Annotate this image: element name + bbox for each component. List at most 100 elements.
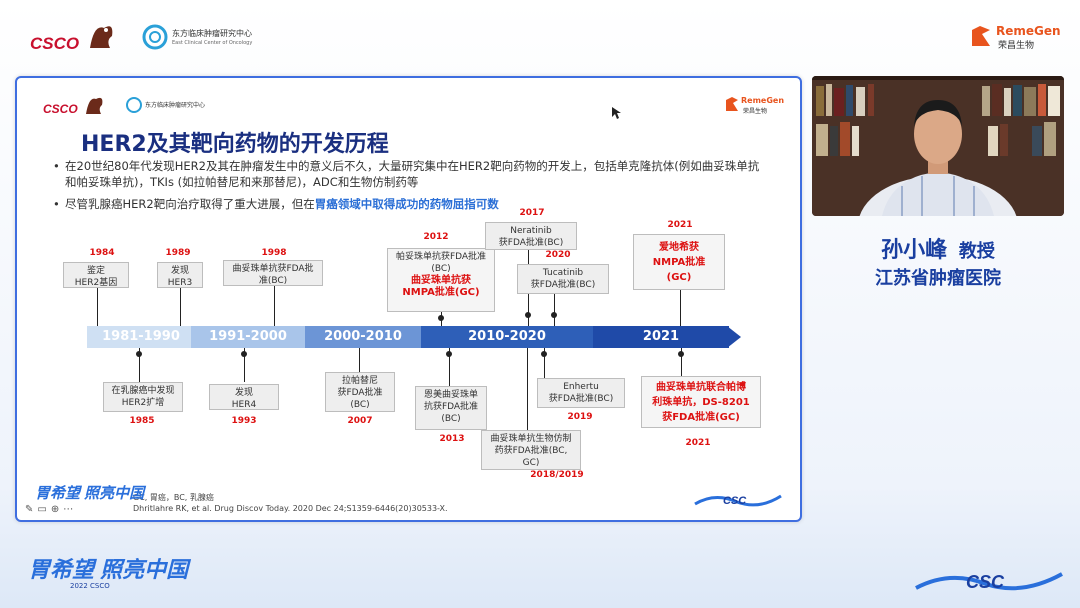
tick-2021-below xyxy=(681,348,682,376)
year-1989: 1989 xyxy=(165,248,191,258)
header-bar: CSCO 东方临床肿瘤研究中心 East Clinical Center of … xyxy=(0,0,1080,72)
event-2012: 帕妥珠单抗获FDA批准 (BC) 曲妥珠单抗获 NMPA批准(GC) xyxy=(387,248,495,312)
event-biosimilar: 曲妥珠单抗生物仿制 药获FDA批准(BC, GC) xyxy=(481,430,581,470)
year-2017: 2017 xyxy=(519,208,545,218)
east-center-icon xyxy=(142,24,168,50)
tick-1984 xyxy=(97,288,98,326)
speaker-name-line: 孙小峰 教授 xyxy=(812,232,1064,264)
event-her2-amplification: 在乳腺癌中发现 HER2扩增 xyxy=(103,382,183,412)
event-pertuzumab-fda: 帕妥珠单抗获FDA批准 (BC) xyxy=(395,252,487,274)
screen-tool-icon[interactable]: ▭ xyxy=(37,504,47,515)
slide-remegen-cn: 荣昌生物 xyxy=(743,108,768,115)
year-1998: 1998 xyxy=(261,248,287,258)
remegen-en: RemeGen xyxy=(996,24,1061,38)
bullet-1: •在20世纪80年代发现HER2及其在肿瘤发生中的意义后不久，大量研究集中在HE… xyxy=(53,159,760,189)
year-2012: 2012 xyxy=(423,232,449,242)
remegen-icon xyxy=(972,26,990,46)
event-neratinib: Neratinib 获FDA批准(BC) xyxy=(485,222,577,250)
year-1993: 1993 xyxy=(231,416,257,426)
slide-remegen-en: RemeGen xyxy=(741,96,785,105)
slide-dragon-icon xyxy=(86,97,103,114)
speaker-video xyxy=(812,76,1064,216)
east-center-en: East Clinical Center of Oncology xyxy=(172,40,253,46)
slide-panel: CSCO 东方临床肿瘤研究中心 RemeGen 荣昌生物 HER2及其靶向药物的… xyxy=(15,76,802,522)
tick-1998 xyxy=(274,286,275,326)
slide-remegen-icon xyxy=(726,97,738,111)
dragon-icon xyxy=(90,26,113,48)
tick-1985 xyxy=(139,348,140,382)
slide-csco-logo: CSCO xyxy=(43,102,78,116)
year-2013: 2013 xyxy=(439,434,465,444)
event-pembro-ds8201: 曲妥珠单抗联合帕博 利珠单抗，DS-8201 获FDA批准(GC) xyxy=(641,376,761,428)
slide-campaign-logo: 胃希望 照亮中国 xyxy=(35,485,145,502)
dot-2021-below xyxy=(678,351,684,357)
tick-1993 xyxy=(244,348,245,382)
timeline-seg-2021: 2021 xyxy=(593,326,729,348)
remegen-cn: 荣昌生物 xyxy=(998,41,1035,51)
bullet-2: •尽管乳腺癌HER2靶向治疗取得了重大进展，但在胃癌领域中取得成功的药物屈指可数 xyxy=(53,197,499,211)
year-2020: 2020 xyxy=(545,250,571,260)
csco-logo: CSCO xyxy=(30,34,80,53)
tick-2018 xyxy=(527,348,528,430)
bullet-2-text: 尽管乳腺癌HER2靶向治疗取得了重大进展，但在 xyxy=(65,197,315,211)
svg-text:CSC: CSC xyxy=(966,572,1005,592)
bookshelf-background xyxy=(812,76,1064,216)
bullet-2-highlight: 胃癌领域中取得成功的药物屈指可数 xyxy=(314,197,499,211)
tick-2020 xyxy=(554,294,555,326)
timeline-seg-1981: 1981-1990 xyxy=(87,326,195,348)
timeline-seg-1991: 1991-2000 xyxy=(191,326,305,348)
year-2007: 2007 xyxy=(347,416,373,426)
speaker-title: 教授 xyxy=(958,241,995,262)
bullet-1-text: 在20世纪80年代发现HER2及其在肿瘤发生中的意义后不久，大量研究集中在HER… xyxy=(65,159,760,189)
slide-csco-wave-logo: CSC xyxy=(694,494,782,507)
tick-2019 xyxy=(544,348,545,378)
east-center-cn: 东方临床肿瘤研究中心 xyxy=(172,29,252,38)
year-1984: 1984 xyxy=(89,248,115,258)
campaign-csco-tag: 2022 CSCO xyxy=(70,582,110,590)
event-enhertu: Enhertu 获FDA批准(BC) xyxy=(537,378,625,408)
svg-text:CSC: CSC xyxy=(723,495,747,507)
year-1985: 1985 xyxy=(129,416,155,426)
slide-east-icon xyxy=(126,97,142,113)
footnote-abbreviations: GC, 胃癌，BC, 乳腺癌 xyxy=(133,493,214,502)
tick-2013 xyxy=(449,348,450,386)
dot-2013 xyxy=(446,351,452,357)
more-tool-icon[interactable]: ⋯ xyxy=(63,504,74,515)
campaign-logo: 胃希望 照亮中国 xyxy=(28,557,189,582)
event-trastuzumab-fda: 曲妥珠单抗获FDA批 准(BC) xyxy=(223,260,323,286)
year-2021-below: 2021 xyxy=(685,438,711,448)
timeline-seg-2000: 2000-2010 xyxy=(305,326,421,348)
pen-tool-icon[interactable]: ✎ xyxy=(25,504,34,515)
speaker-name: 孙小峰 xyxy=(881,238,948,263)
dot-1993 xyxy=(241,351,247,357)
zoom-tool-icon[interactable]: ⊕ xyxy=(50,504,60,515)
year-2018-2019: 2018/2019 xyxy=(530,470,584,480)
dot-1985 xyxy=(136,351,142,357)
tick-2007 xyxy=(359,348,360,372)
mouse-cursor-icon xyxy=(612,107,621,119)
timeline-arrowhead-icon xyxy=(727,326,741,348)
event-her2-gene: 鉴定 HER2基因 xyxy=(63,262,129,288)
year-2021-above: 2021 xyxy=(667,220,693,230)
dot-2012 xyxy=(438,315,444,321)
event-lapatinib: 拉帕替尼 获FDA批准 (BC) xyxy=(325,372,395,412)
tick-2021-above xyxy=(680,290,681,326)
year-2019: 2019 xyxy=(567,412,593,422)
csco-wave-logo: CSC xyxy=(915,572,1063,592)
slide-east-cn: 东方临床肿瘤研究中心 xyxy=(145,102,206,109)
event-her3: 发现 HER3 xyxy=(157,262,203,288)
tick-1989 xyxy=(180,288,181,326)
event-trastuzumab-nmpa: 曲妥珠单抗获 NMPA批准(GC) xyxy=(402,275,480,298)
timeline-seg-2010: 2010-2020 xyxy=(421,326,593,348)
event-tdm1: 恩美曲妥珠单 抗获FDA批准 (BC) xyxy=(415,386,487,430)
footnote-reference: Dhritlahre RK, et al. Drug Discov Today.… xyxy=(133,504,448,513)
event-tucatinib: Tucatinib 获FDA批准(BC) xyxy=(517,264,609,294)
dot-2019 xyxy=(541,351,547,357)
dot-2020 xyxy=(551,312,557,318)
event-her4: 发现 HER4 xyxy=(209,384,279,410)
dot-2017 xyxy=(525,312,531,318)
speaker-org: 江苏省肿瘤医院 xyxy=(875,268,1001,289)
event-disitamab-nmpa: 爱地希获 NMPA批准 (GC) xyxy=(633,234,725,290)
slide-title: HER2及其靶向药物的开发历程 xyxy=(81,132,389,157)
slide-toolbar: ✎ ▭ ⊕ ⋯ xyxy=(25,504,73,515)
